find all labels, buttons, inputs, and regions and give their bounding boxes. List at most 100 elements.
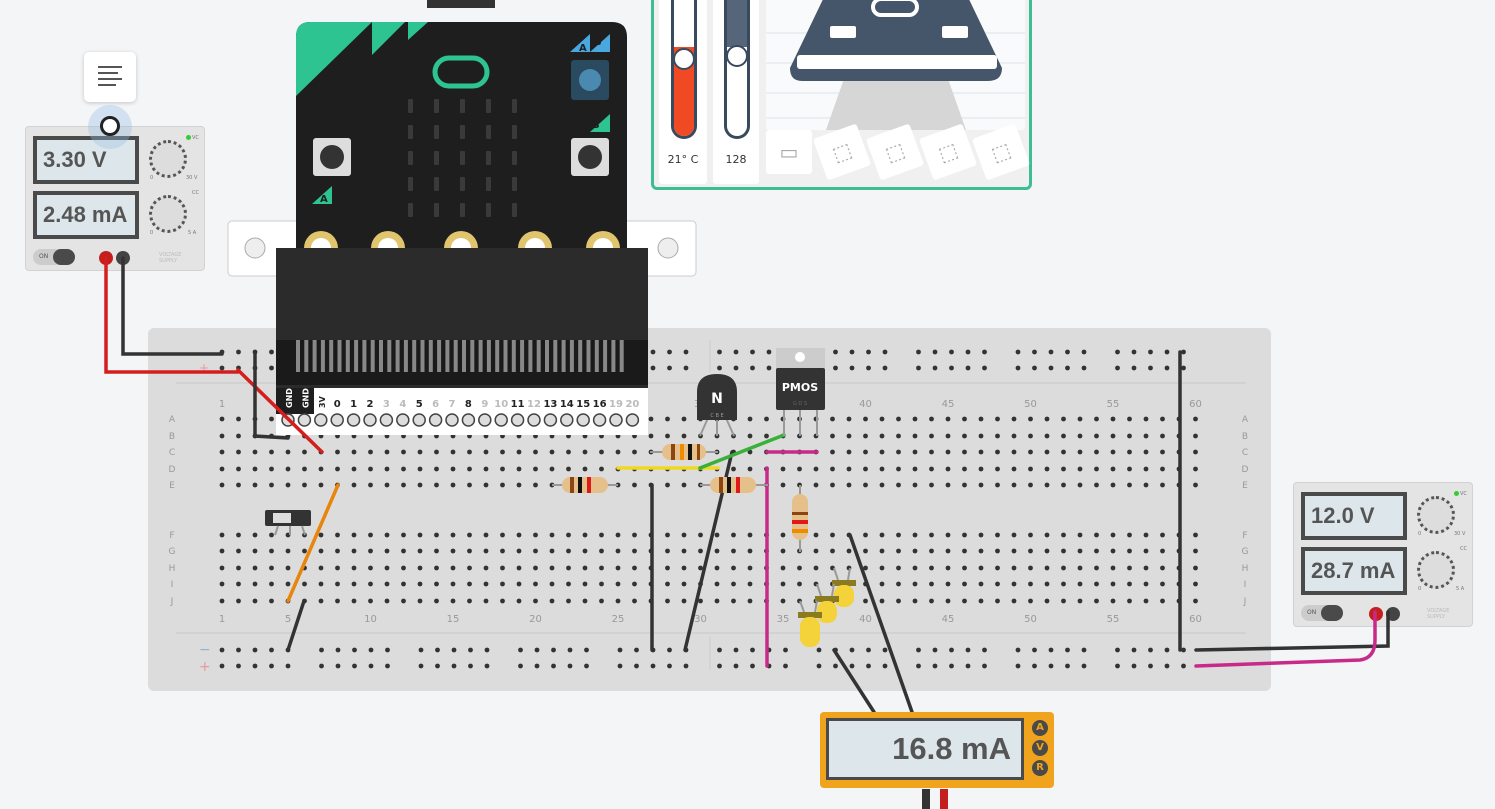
hole (698, 416, 703, 422)
rail-hole (833, 647, 838, 653)
hole (467, 532, 472, 538)
hole (1160, 532, 1165, 538)
hole (269, 565, 274, 571)
light-slider-handle[interactable] (726, 45, 748, 67)
hole (681, 532, 687, 538)
hole (434, 416, 439, 422)
positive-terminal[interactable] (99, 251, 113, 265)
accelerometer-view[interactable] (766, 0, 1025, 130)
hole (318, 466, 324, 472)
hole (1061, 598, 1066, 604)
rail-hole (1032, 647, 1037, 653)
hole (1061, 532, 1066, 538)
hole (896, 433, 901, 439)
hole (615, 466, 621, 472)
hole (483, 598, 489, 604)
hole (285, 466, 291, 472)
notes-tooltip[interactable] (84, 52, 136, 102)
power-toggle[interactable]: ON (33, 249, 75, 265)
hole (351, 482, 357, 488)
current-knob[interactable] (1417, 551, 1455, 589)
rail-hole (252, 349, 258, 355)
hole (896, 449, 901, 455)
hole (797, 532, 802, 538)
hole (401, 416, 406, 422)
hole (1176, 449, 1182, 455)
hole (1143, 548, 1149, 554)
rail-hole (1115, 349, 1120, 355)
hole (1077, 565, 1083, 571)
rail-hole (783, 365, 788, 371)
column-label: 1 (219, 399, 225, 410)
negative-terminal[interactable] (116, 251, 130, 265)
positive-terminal[interactable] (1369, 607, 1383, 621)
mode-V-button[interactable]: V (1032, 740, 1048, 756)
hole (698, 565, 703, 571)
hole (764, 433, 769, 439)
hole (747, 433, 753, 439)
hole (615, 433, 621, 439)
voltage-knob[interactable] (149, 140, 187, 178)
gesture-tilt-right-button[interactable]: ⬚ (865, 123, 925, 181)
hole (318, 482, 324, 488)
rail-hole (319, 349, 324, 355)
rail-hole (219, 349, 225, 355)
rail-hole (650, 365, 656, 371)
hole (681, 416, 687, 422)
hole (1011, 598, 1017, 604)
power-supply-left[interactable]: 3.30 V 2.48 mA VC CC 0 30 V 0 5 A ON VOL… (25, 126, 205, 271)
wire-endpoint-handle[interactable] (100, 116, 120, 136)
rail-hole (435, 365, 440, 371)
rail-hole (617, 365, 623, 371)
hole (219, 548, 225, 554)
rail-hole (551, 349, 556, 355)
gesture-tilt-more-button[interactable]: ⬚ (918, 123, 978, 181)
temperature-control[interactable]: 21° C (659, 0, 707, 184)
hole (582, 416, 588, 422)
current-knob[interactable] (149, 195, 187, 233)
rail-hole (1181, 663, 1186, 669)
hole (1061, 565, 1066, 571)
hole (351, 581, 357, 587)
hole (714, 532, 720, 538)
hole (665, 433, 670, 439)
hole (764, 416, 769, 422)
hole (929, 466, 934, 472)
gesture-tilt-up-button[interactable]: ⬚ (812, 123, 872, 181)
hole (368, 416, 373, 422)
voltage-knob[interactable] (1417, 496, 1455, 534)
hole (1044, 416, 1050, 422)
hole (764, 482, 769, 488)
hole (863, 416, 868, 422)
hole (978, 532, 984, 538)
hole (863, 548, 868, 554)
hole (1061, 433, 1066, 439)
hole (533, 581, 538, 587)
hole (648, 416, 654, 422)
rail-hole (617, 349, 623, 355)
hole (879, 433, 885, 439)
light-level-control[interactable]: 128 (713, 0, 759, 184)
hole (285, 532, 291, 538)
hole (467, 565, 472, 571)
rail-hole (451, 647, 457, 653)
hole (335, 449, 340, 455)
gesture-freefall-button[interactable]: ⬚ (971, 123, 1031, 181)
power-supply-right[interactable]: 12.0 V 28.7 mA VC CC 0 30 V 0 5 A ON VOL… (1293, 482, 1473, 627)
rail-hole (1015, 365, 1021, 371)
rail-hole (484, 647, 490, 653)
hole (384, 466, 390, 472)
negative-terminal[interactable] (1386, 607, 1400, 621)
hole (566, 581, 571, 587)
hole (1160, 598, 1165, 604)
gesture-shake-button[interactable]: ▭ (766, 130, 812, 174)
hole (714, 433, 720, 439)
mode-R-button[interactable]: R (1032, 760, 1048, 776)
power-toggle[interactable]: ON (1301, 605, 1343, 621)
hole (978, 449, 984, 455)
rail-hole (1015, 663, 1021, 669)
rail-hole (551, 663, 556, 669)
temperature-slider-handle[interactable] (673, 48, 695, 70)
mode-A-button[interactable]: A (1032, 720, 1048, 736)
